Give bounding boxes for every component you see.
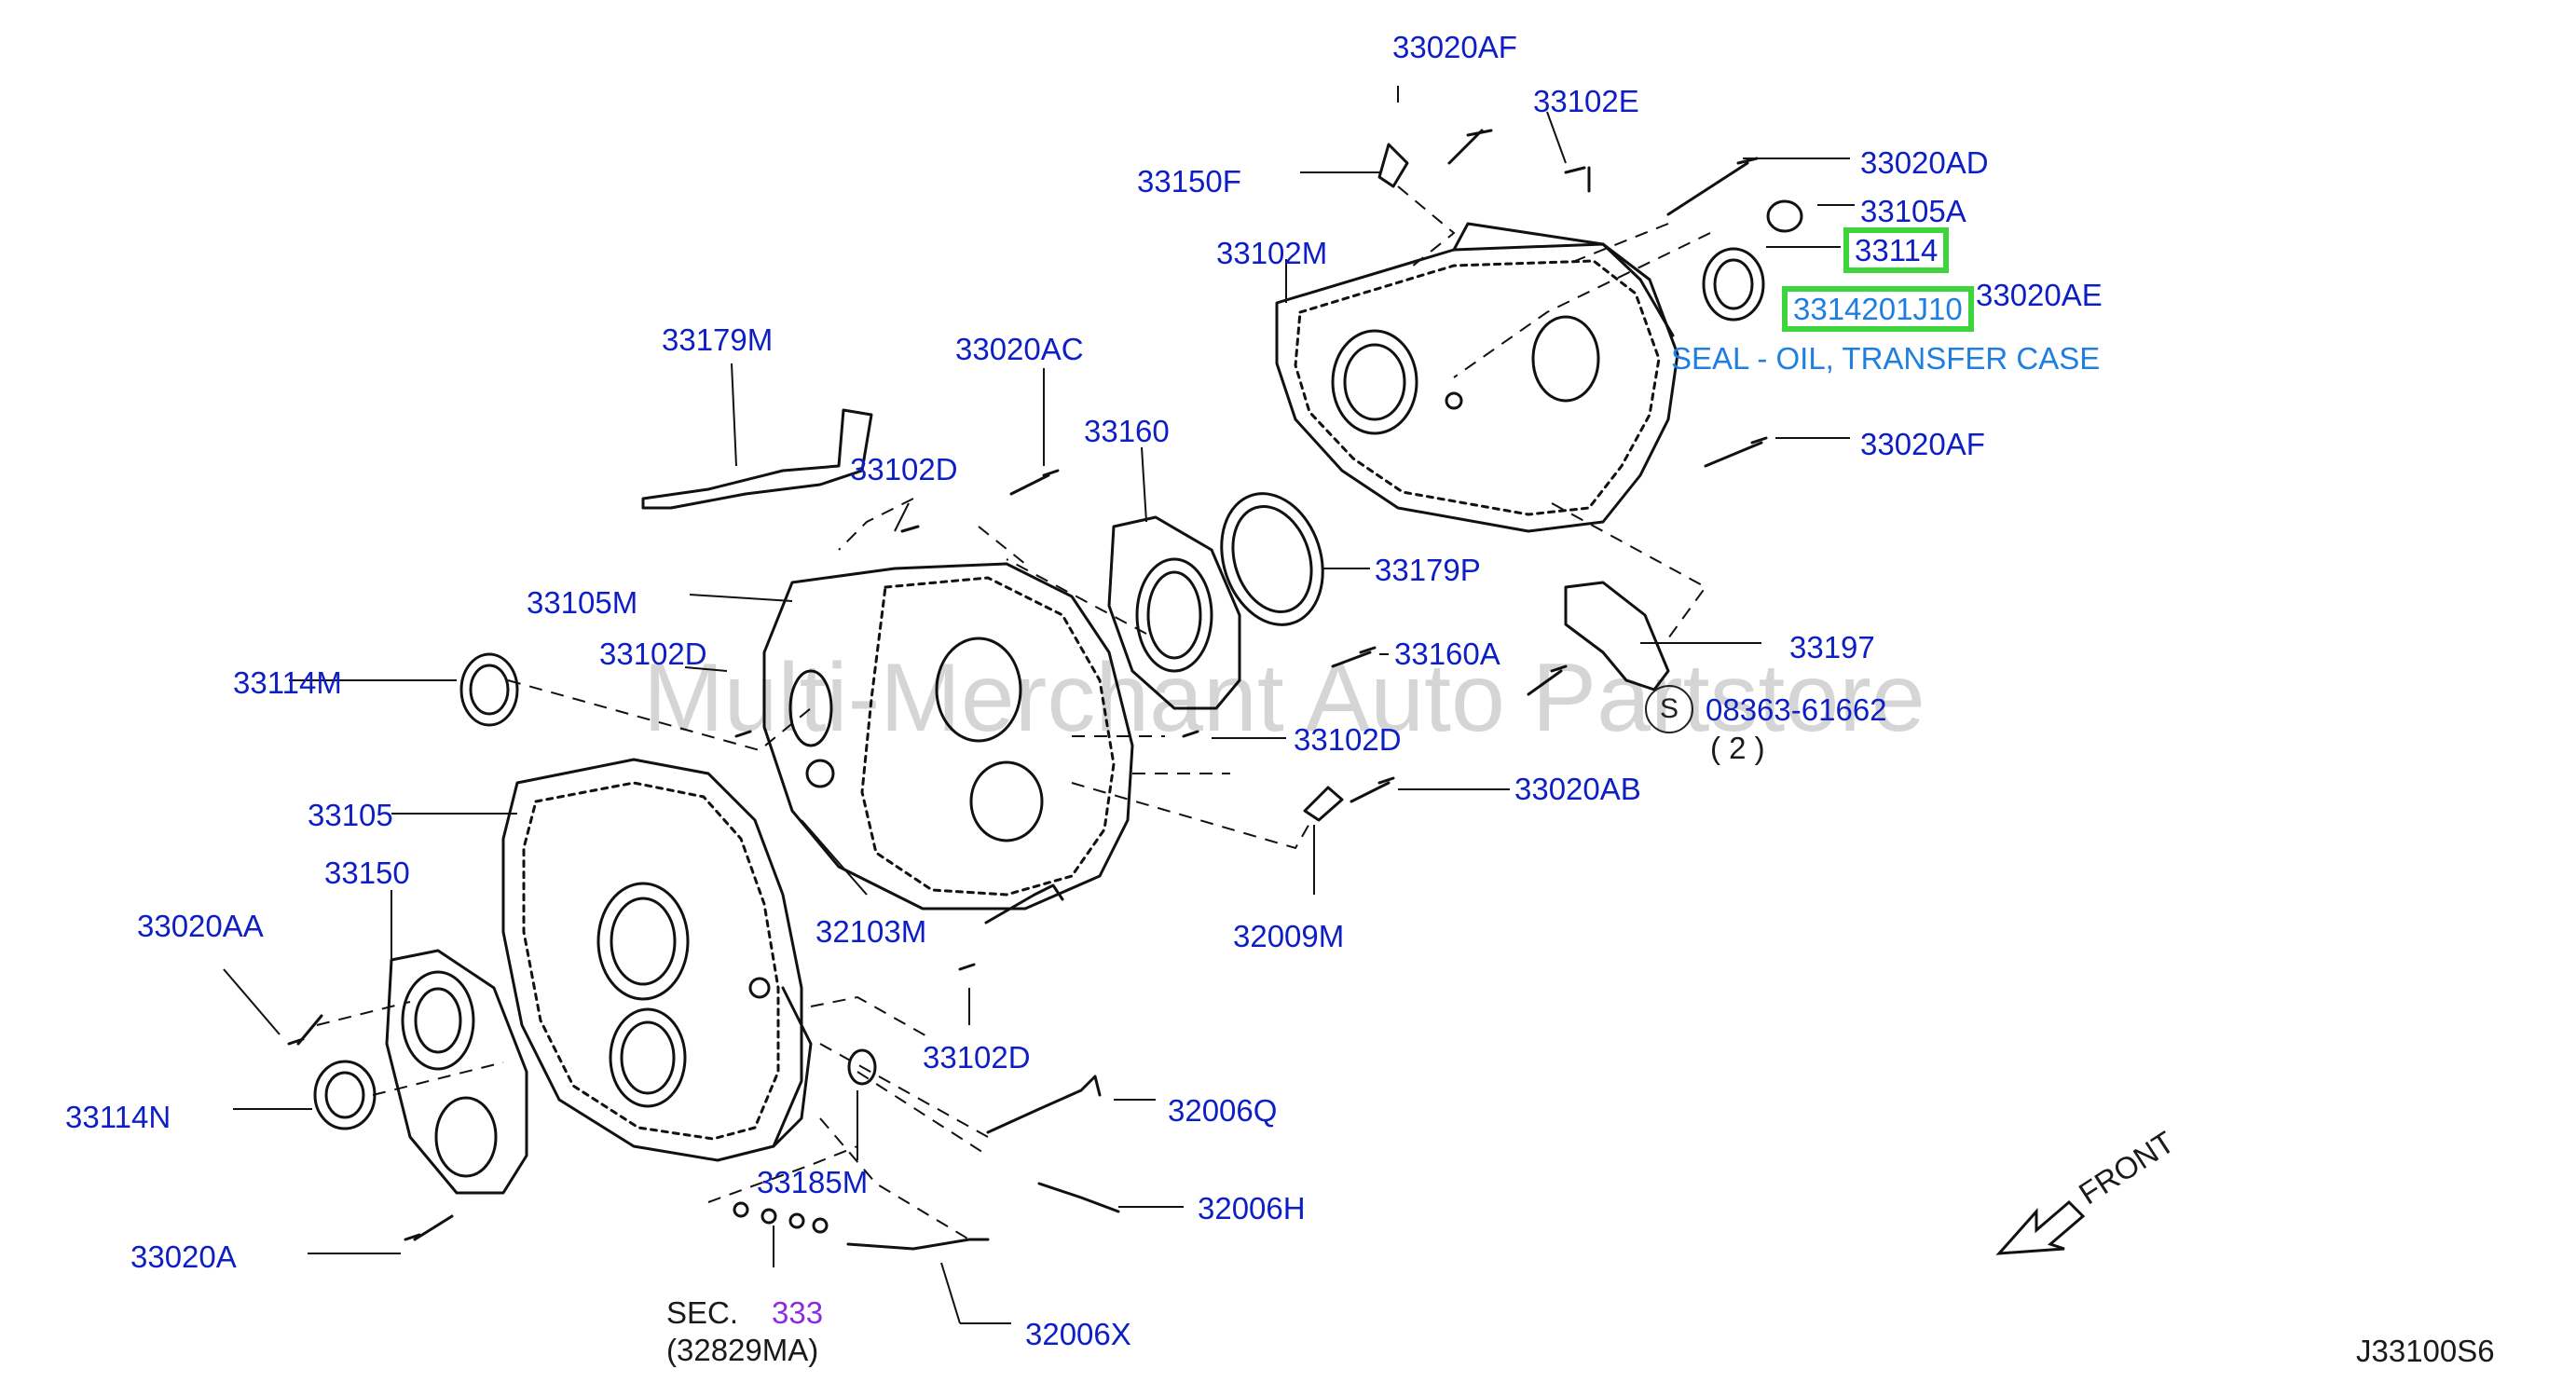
part-label[interactable]: 32006Q <box>1168 1093 1278 1128</box>
part-label[interactable]: 33020AA <box>137 909 264 943</box>
part-label[interactable]: 33160 <box>1084 414 1170 448</box>
transfer-case-housing <box>762 562 1134 911</box>
section-label: SEC. <box>666 1295 739 1330</box>
part-label[interactable]: 33105A <box>1860 194 1966 228</box>
part-label[interactable]: 32006X <box>1025 1317 1131 1351</box>
part-label[interactable]: 32103M <box>815 914 927 949</box>
front-case <box>501 758 813 1162</box>
part-label[interactable]: 33102D <box>850 452 958 486</box>
section-number-link[interactable]: 333 <box>772 1295 824 1330</box>
gasket-plate <box>1107 515 1241 710</box>
part-label[interactable]: 33102M <box>1216 236 1328 270</box>
part-label[interactable]: 33102D <box>923 1040 1031 1075</box>
part-label[interactable]: 33185M <box>757 1165 869 1199</box>
standard-part-number[interactable]: 08363-61662 <box>1706 692 1887 727</box>
retainer-plate <box>385 949 528 1195</box>
part-label[interactable]: 33179M <box>662 322 774 357</box>
part-label[interactable]: 33020AC <box>955 332 1084 366</box>
snap-ring <box>1220 492 1324 626</box>
selected-part-description: SEAL - OIL, TRANSFER CASE <box>1671 341 2101 376</box>
part-label[interactable]: 33150 <box>324 856 410 890</box>
part-label[interactable]: 33020AB <box>1514 772 1641 806</box>
part-label[interactable]: 33020A <box>130 1239 237 1274</box>
watermark: Multi-Merchant Auto Partstore <box>643 644 1925 752</box>
part-label[interactable]: 32009M <box>1233 919 1345 953</box>
s-symbol: S <box>1645 685 1693 733</box>
section-reference: (32829MA) <box>666 1333 819 1367</box>
sensors <box>846 883 1120 1251</box>
part-label[interactable]: 33102E <box>1533 84 1639 118</box>
front-arrow <box>1995 1199 2086 1255</box>
clip-33150F <box>1377 143 1409 188</box>
diagram-code: J33100S6 <box>2356 1334 2495 1368</box>
shift-fork <box>641 408 873 510</box>
part-label[interactable]: 33114M <box>233 665 342 700</box>
transfer-case-cover <box>1275 222 1679 533</box>
part-label[interactable]: 32006H <box>1198 1191 1306 1226</box>
part-label[interactable]: 33179P <box>1375 553 1481 587</box>
part-label[interactable]: 33020AF <box>1860 427 1985 461</box>
standard-part-qty: ( 2 ) <box>1710 731 1765 765</box>
part-label[interactable]: 33105M <box>527 585 638 620</box>
part-label[interactable]: 33114N <box>65 1100 171 1134</box>
part-label[interactable]: 33105 <box>308 798 393 832</box>
part-label[interactable]: 33102D <box>1294 722 1402 757</box>
part-label[interactable]: 33160A <box>1394 637 1500 671</box>
part-label-highlighted[interactable]: 33114 <box>1843 227 1950 273</box>
selected-part-number[interactable]: 3314201J10 <box>1782 286 1974 332</box>
seals <box>313 199 1803 1130</box>
part-label[interactable]: 33020AD <box>1860 145 1989 180</box>
small-parts <box>733 1201 829 1234</box>
part-label[interactable]: 33020AE <box>1976 278 2103 312</box>
part-label[interactable]: 33102D <box>599 637 707 671</box>
part-label[interactable]: 33150F <box>1137 164 1241 199</box>
part-label[interactable]: 33020AF <box>1392 30 1517 64</box>
clip-32009M <box>1303 786 1344 822</box>
part-label[interactable]: 33197 <box>1789 630 1875 664</box>
